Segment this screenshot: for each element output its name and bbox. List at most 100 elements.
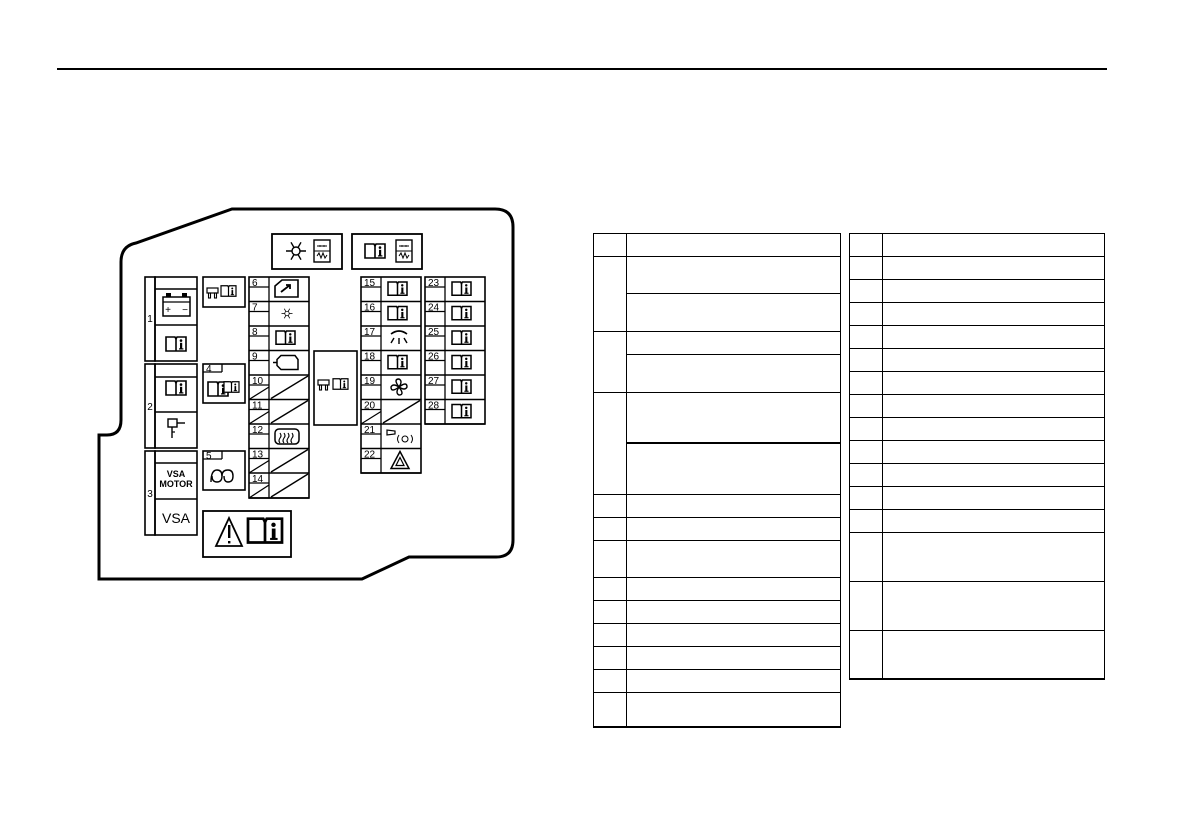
fuse-number: 13 xyxy=(252,450,264,461)
fuse-11: 11 xyxy=(248,399,309,425)
table-row xyxy=(849,532,1105,582)
info-book-icon xyxy=(451,305,472,321)
table-row xyxy=(849,417,1105,441)
hazard-icon xyxy=(389,449,411,470)
table-row xyxy=(593,669,841,693)
fuse-20: 20 xyxy=(360,399,421,425)
fuse-number: 1 xyxy=(147,314,153,325)
fuse-10: 10 xyxy=(248,375,309,401)
table-row xyxy=(593,646,841,670)
relay-icon xyxy=(395,239,413,263)
fuse-26: 26 xyxy=(425,350,485,376)
table-row xyxy=(594,293,841,332)
fuse-16: 16 xyxy=(361,301,421,327)
table-row xyxy=(593,233,841,257)
info-book-icon xyxy=(364,243,386,259)
empty-slot-mark xyxy=(382,399,421,424)
coil-icon xyxy=(210,469,234,483)
fuse-6: 6 xyxy=(249,277,309,303)
table-row xyxy=(593,331,841,393)
info-book-icon xyxy=(165,336,187,352)
table-row xyxy=(849,371,1105,395)
fuse-puller-icon xyxy=(317,379,330,391)
engine-icon xyxy=(273,354,299,371)
info-book-icon xyxy=(223,381,240,393)
fuse-2: 2 xyxy=(144,363,198,449)
fuse-28: 28 xyxy=(425,399,485,425)
table-row xyxy=(593,577,841,601)
fuse-number: 5 xyxy=(206,451,212,462)
header-rule xyxy=(57,68,1107,70)
info-book-icon xyxy=(387,305,408,321)
fuse-8: 8 xyxy=(249,326,309,352)
info-book-icon xyxy=(387,354,408,370)
info-book-icon xyxy=(220,285,237,297)
table-row xyxy=(593,600,841,624)
table-row xyxy=(849,233,1105,257)
relay-ac xyxy=(271,233,343,270)
fuse-23: 23 xyxy=(425,277,485,303)
relay-info xyxy=(351,233,423,270)
table-row xyxy=(849,630,1105,680)
fuse-number: 28 xyxy=(428,401,440,412)
fuse-21: 21 xyxy=(361,424,421,450)
fuse-7: 7 xyxy=(249,301,309,327)
fuse-5: 5 xyxy=(202,450,246,491)
fuse-4: 4 xyxy=(202,363,246,404)
info-book-icon xyxy=(275,330,296,346)
table-row xyxy=(849,256,1105,280)
fuse-number: 22 xyxy=(364,450,376,461)
info-book-icon xyxy=(451,403,472,419)
fuse-number: 11 xyxy=(252,401,263,412)
table-row xyxy=(849,279,1105,303)
fuse-number: 7 xyxy=(252,303,258,314)
fuse-puller-slot xyxy=(202,276,246,308)
fuse-12: 12 xyxy=(249,424,309,450)
table-row xyxy=(593,256,841,332)
fuse-table-right xyxy=(849,233,1105,680)
fuse-25: 25 xyxy=(425,326,485,352)
table-row xyxy=(849,302,1105,326)
info-book-icon xyxy=(165,380,187,396)
table-row xyxy=(593,392,841,495)
table-row xyxy=(593,540,841,578)
fuse-box-outline xyxy=(97,207,515,581)
fuse-number: 21 xyxy=(364,425,376,436)
fuse-15: 15 xyxy=(361,277,421,303)
fuse-22: 22 xyxy=(361,448,421,474)
power-window-icon xyxy=(274,279,299,298)
info-book-icon xyxy=(387,281,408,297)
empty-slot-mark xyxy=(270,473,309,498)
fuse-number: 26 xyxy=(428,352,440,363)
fuse-9: 9 xyxy=(249,350,309,376)
warning-label xyxy=(202,510,292,558)
info-book-icon xyxy=(451,330,472,346)
table-row xyxy=(849,581,1105,631)
fuse-number: 16 xyxy=(364,303,376,314)
fuse-number: 25 xyxy=(428,327,440,338)
fuse-1: 1 + − xyxy=(144,276,198,362)
info-book-icon xyxy=(246,517,284,544)
fuse-27: 27 xyxy=(425,375,485,401)
fuse-puller-icon xyxy=(206,287,219,299)
horn-icon xyxy=(386,429,413,444)
snowflake-icon xyxy=(281,308,293,319)
fuse-number: 8 xyxy=(252,327,258,338)
fuse-number: 17 xyxy=(364,327,376,338)
ignition-key-icon xyxy=(167,418,185,438)
fuse-number: 18 xyxy=(364,352,376,363)
fuse-number: 12 xyxy=(252,425,264,436)
table-row xyxy=(594,442,841,495)
fuse-number: 14 xyxy=(252,474,264,485)
fuse-18: 18 xyxy=(361,350,421,376)
fuse-column-6-14 xyxy=(248,276,310,499)
fuse-number: 2 xyxy=(147,402,153,413)
vsa-label: VSA xyxy=(162,510,191,526)
fuse-number: 4 xyxy=(206,364,212,375)
fuse-14: 14 xyxy=(248,473,309,499)
info-book-icon xyxy=(451,281,472,297)
interior-light-icon xyxy=(390,330,408,344)
